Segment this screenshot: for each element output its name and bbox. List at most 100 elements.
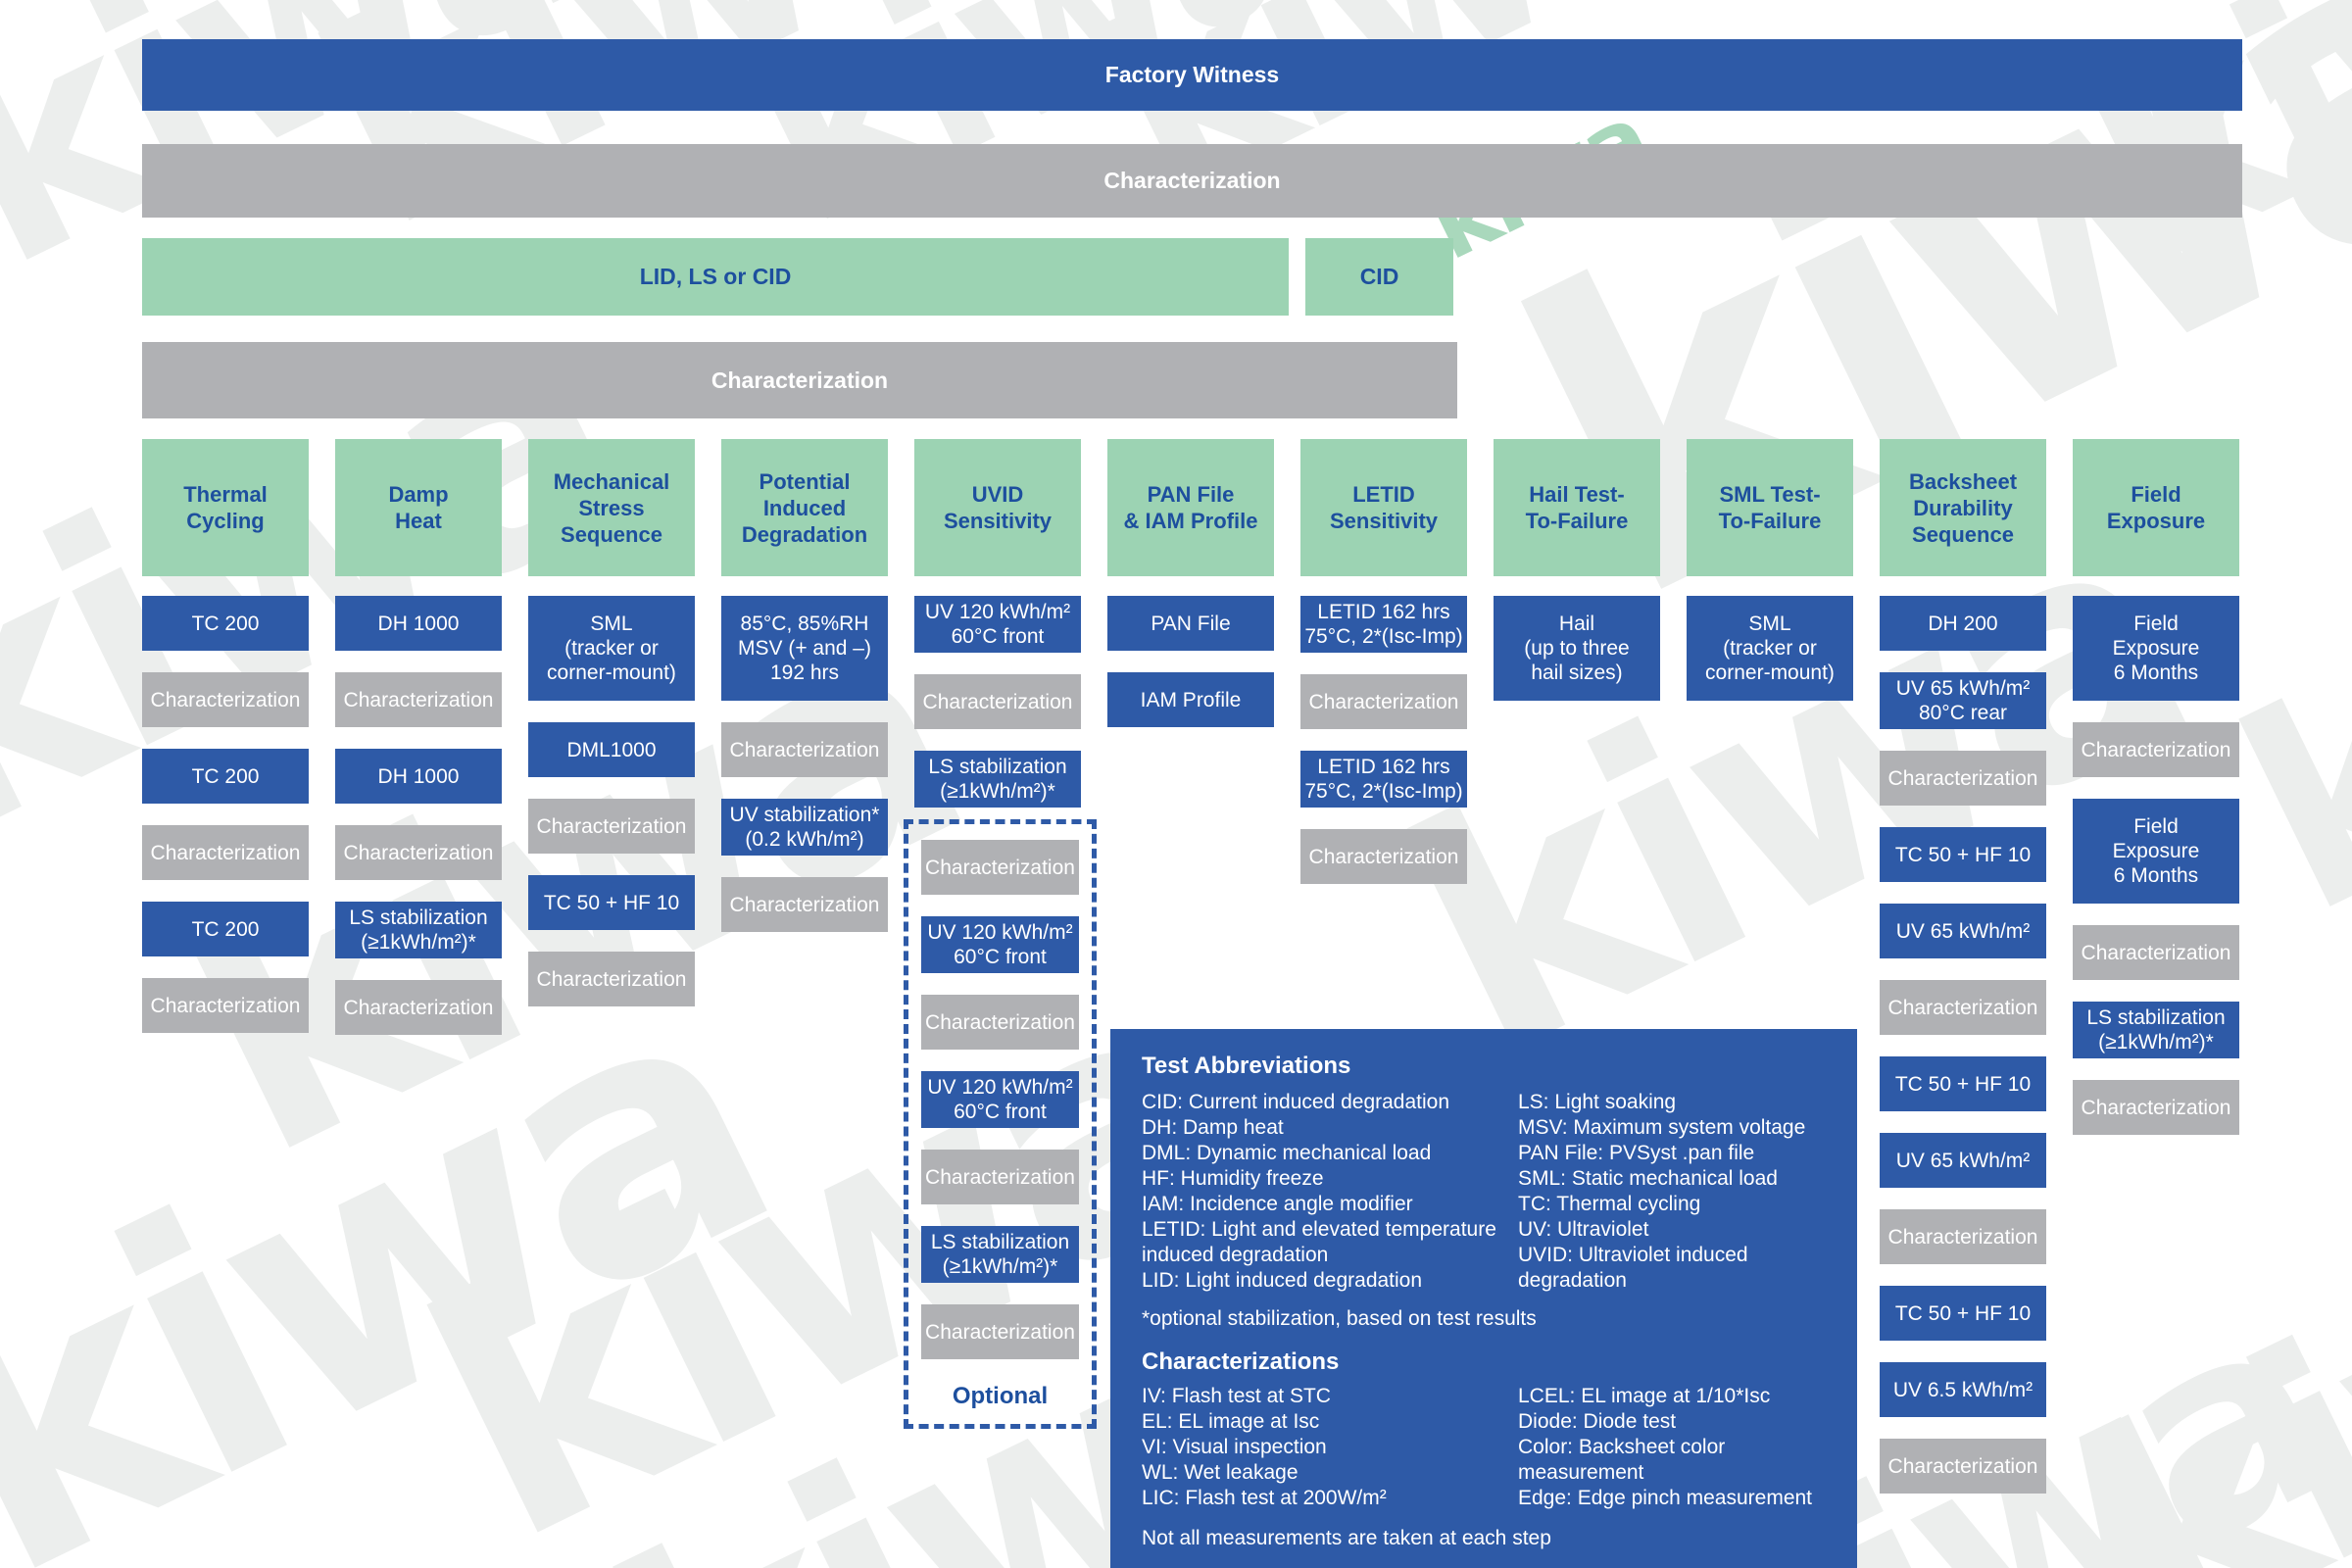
abbreviation-item: DML: Dynamic mechanical load (1142, 1142, 1432, 1164)
legend-panel: Test Abbreviations CID: Current induced … (1110, 1029, 1857, 1568)
abbreviation-item: SML: Static mechanical load (1518, 1167, 1778, 1190)
column-header: Thermal Cycling (142, 439, 309, 576)
test-step-box: TC 50 + HF 10 (1880, 1056, 2046, 1111)
characterization-box: Characterization (335, 825, 502, 880)
lid-ls-cid-label: LID, LS or CID (639, 264, 792, 289)
characterization-item: Edge: Edge pinch measurement (1518, 1487, 1813, 1509)
characterization-item: IV: Flash test at STC (1142, 1385, 1331, 1407)
characterization-box: Characterization (1300, 829, 1467, 884)
test-step-box: DH 1000 (335, 749, 502, 804)
characterization-box: Characterization (2073, 1080, 2239, 1135)
factory-witness-label: Factory Witness (1104, 62, 1280, 87)
column-header: Mechanical Stress Sequence (528, 439, 695, 576)
test-step-box: UV 65 kWh/m² (1880, 1133, 2046, 1188)
characterization-top-label: Characterization (1103, 168, 1281, 193)
test-step-box: LS stabilization (≥1kWh/m²)* (921, 1226, 1079, 1283)
test-step-box: DH 1000 (335, 596, 502, 651)
characterization-box: Characterization (335, 980, 502, 1035)
characterization-box: Characterization (721, 877, 888, 932)
test-step-box: PAN File (1107, 596, 1274, 651)
test-step-box: UV stabilization* (0.2 kWh/m²) (721, 799, 888, 856)
characterization-box: Characterization (914, 674, 1081, 729)
test-step-box: LS stabilization (≥1kWh/m²)* (335, 902, 502, 958)
test-step-box: SML (tracker or corner-mount) (528, 596, 695, 701)
abbreviation-item: LETID: Light and elevated temperature in… (1142, 1218, 1496, 1266)
test-step-box: SML (tracker or corner-mount) (1687, 596, 1853, 701)
characterization-box: Characterization (1880, 980, 2046, 1035)
characterization-box: Characterization (721, 722, 888, 777)
abbreviation-item: TC: Thermal cycling (1518, 1193, 1701, 1215)
test-step-box: TC 200 (142, 749, 309, 804)
characterization-item: WL: Wet leakage (1142, 1461, 1298, 1484)
test-step-box: UV 65 kWh/m² 80°C rear (1880, 672, 2046, 729)
characterization-box: Characterization (921, 840, 1079, 895)
lid-ls-cid-bar: LID, LS or CID (142, 238, 1289, 316)
test-step-box: UV 120 kWh/m² 60°C front (921, 1071, 1079, 1128)
characterization-item: Diode: Diode test (1518, 1410, 1677, 1433)
abbreviation-item: PAN File: PVSyst .pan file (1518, 1142, 1755, 1164)
characterization-item: LIC: Flash test at 200W/m² (1142, 1487, 1387, 1509)
characterization-item: Color: Backsheet color measurement (1518, 1436, 1726, 1484)
test-step-box: LETID 162 hrs 75°C, 2*(Isc-Imp) (1300, 751, 1467, 808)
test-step-box: DH 200 (1880, 596, 2046, 651)
column-header: Field Exposure (2073, 439, 2239, 576)
test-step-box: DML1000 (528, 722, 695, 777)
characterization-item: VI: Visual inspection (1142, 1436, 1327, 1458)
abbreviation-item: LS: Light soaking (1518, 1091, 1677, 1113)
characterization-mid-bar: Characterization (142, 342, 1457, 418)
optional-label: Optional (952, 1383, 1049, 1409)
factory-witness-bar: Factory Witness (142, 39, 2242, 111)
characterization-box: Characterization (1880, 751, 2046, 806)
column-header: Potential Induced Degradation (721, 439, 888, 576)
abbreviation-item: LID: Light induced degradation (1142, 1269, 1423, 1292)
characterization-box: Characterization (528, 952, 695, 1006)
test-step-box: TC 50 + HF 10 (1880, 827, 2046, 882)
characterization-box: Characterization (1880, 1209, 2046, 1264)
abbreviation-item: UVID: Ultraviolet induced degradation (1518, 1244, 1748, 1292)
test-step-box: Field Exposure 6 Months (2073, 596, 2239, 701)
test-step-box: UV 120 kWh/m² 60°C front (921, 916, 1079, 973)
optional-group: Characterization UV 120 kWh/m² 60°C front… (904, 819, 1097, 1429)
column-header: Hail Test- To-Failure (1494, 439, 1660, 576)
characterization-item: EL: EL image at Isc (1142, 1410, 1320, 1433)
characterization-box: Characterization (335, 672, 502, 727)
test-step-box: TC 50 + HF 10 (1880, 1286, 2046, 1341)
test-step-box: Hail (up to three hail sizes) (1494, 596, 1660, 701)
characterization-mid-label: Characterization (710, 367, 889, 393)
characterization-box: Characterization (142, 978, 309, 1033)
characterization-box: Characterization (921, 995, 1079, 1050)
characterization-box: Characterization (2073, 722, 2239, 777)
abbreviation-item: MSV: Maximum system voltage (1518, 1116, 1806, 1139)
characterization-box: Characterization (142, 672, 309, 727)
column-header: LETID Sensitivity (1300, 439, 1467, 576)
column-header: PAN File & IAM Profile (1107, 439, 1274, 576)
characterization-box: Characterization (528, 799, 695, 854)
test-step-box: UV 6.5 kWh/m² (1880, 1362, 2046, 1417)
characterization-box: Characterization (921, 1304, 1079, 1359)
test-step-box: UV 65 kWh/m² (1880, 904, 2046, 958)
characterizations-title: Characterizations (1142, 1348, 1340, 1375)
characterizations-left-column: IV: Flash test at STC EL: EL image at Isc… (1142, 1384, 1506, 1511)
test-step-box: LS stabilization (≥1kWh/m²)* (2073, 1002, 2239, 1058)
characterization-item: LCEL: EL image at 1/10*Isc (1518, 1385, 1771, 1407)
abbreviation-item: CID: Current induced degradation (1142, 1091, 1450, 1113)
abbreviation-item: UV: Ultraviolet (1518, 1218, 1649, 1241)
column-header: SML Test- To-Failure (1687, 439, 1853, 576)
test-step-box: TC 200 (142, 902, 309, 956)
characterization-box: Characterization (921, 1150, 1079, 1204)
cid-label: CID (1359, 264, 1399, 289)
